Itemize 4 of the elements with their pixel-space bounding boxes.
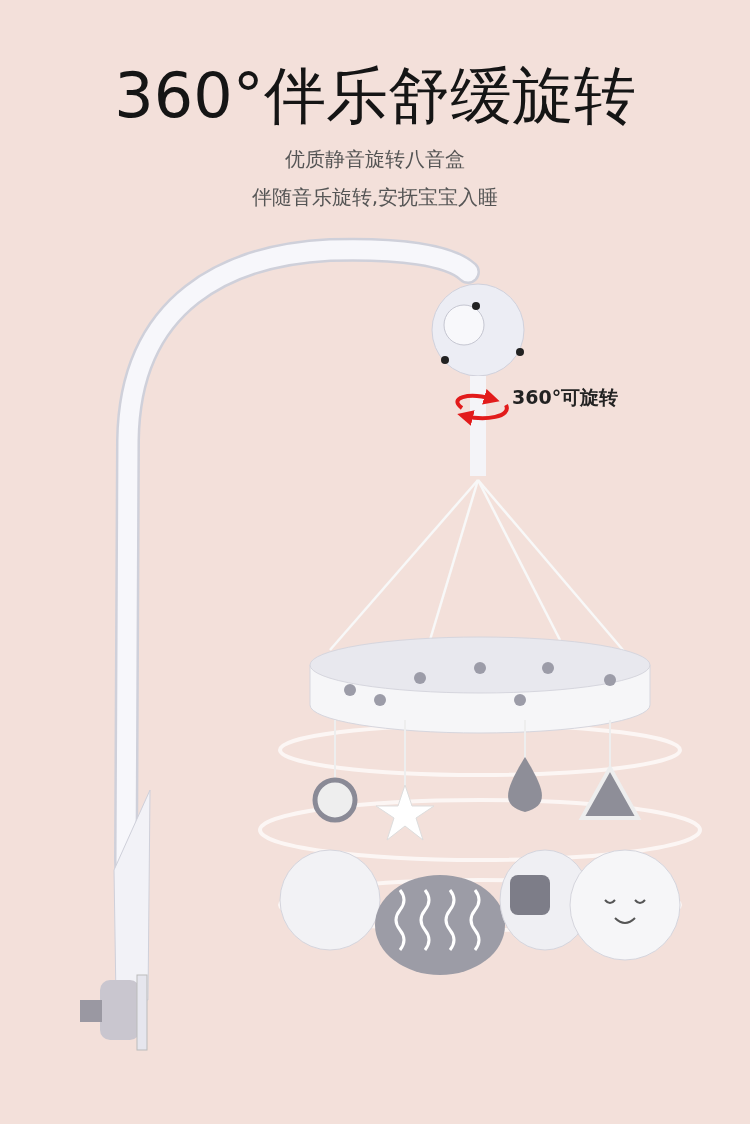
subtitle-text: 伴随音乐旋转,安抚宝宝入睡 [251, 184, 499, 210]
rotation-label: 360°可旋转 [512, 385, 619, 410]
subtitle-text: 优质静音旋转八音盒 [285, 146, 465, 172]
title: 360°伴乐舒缓旋转 [113, 62, 637, 131]
